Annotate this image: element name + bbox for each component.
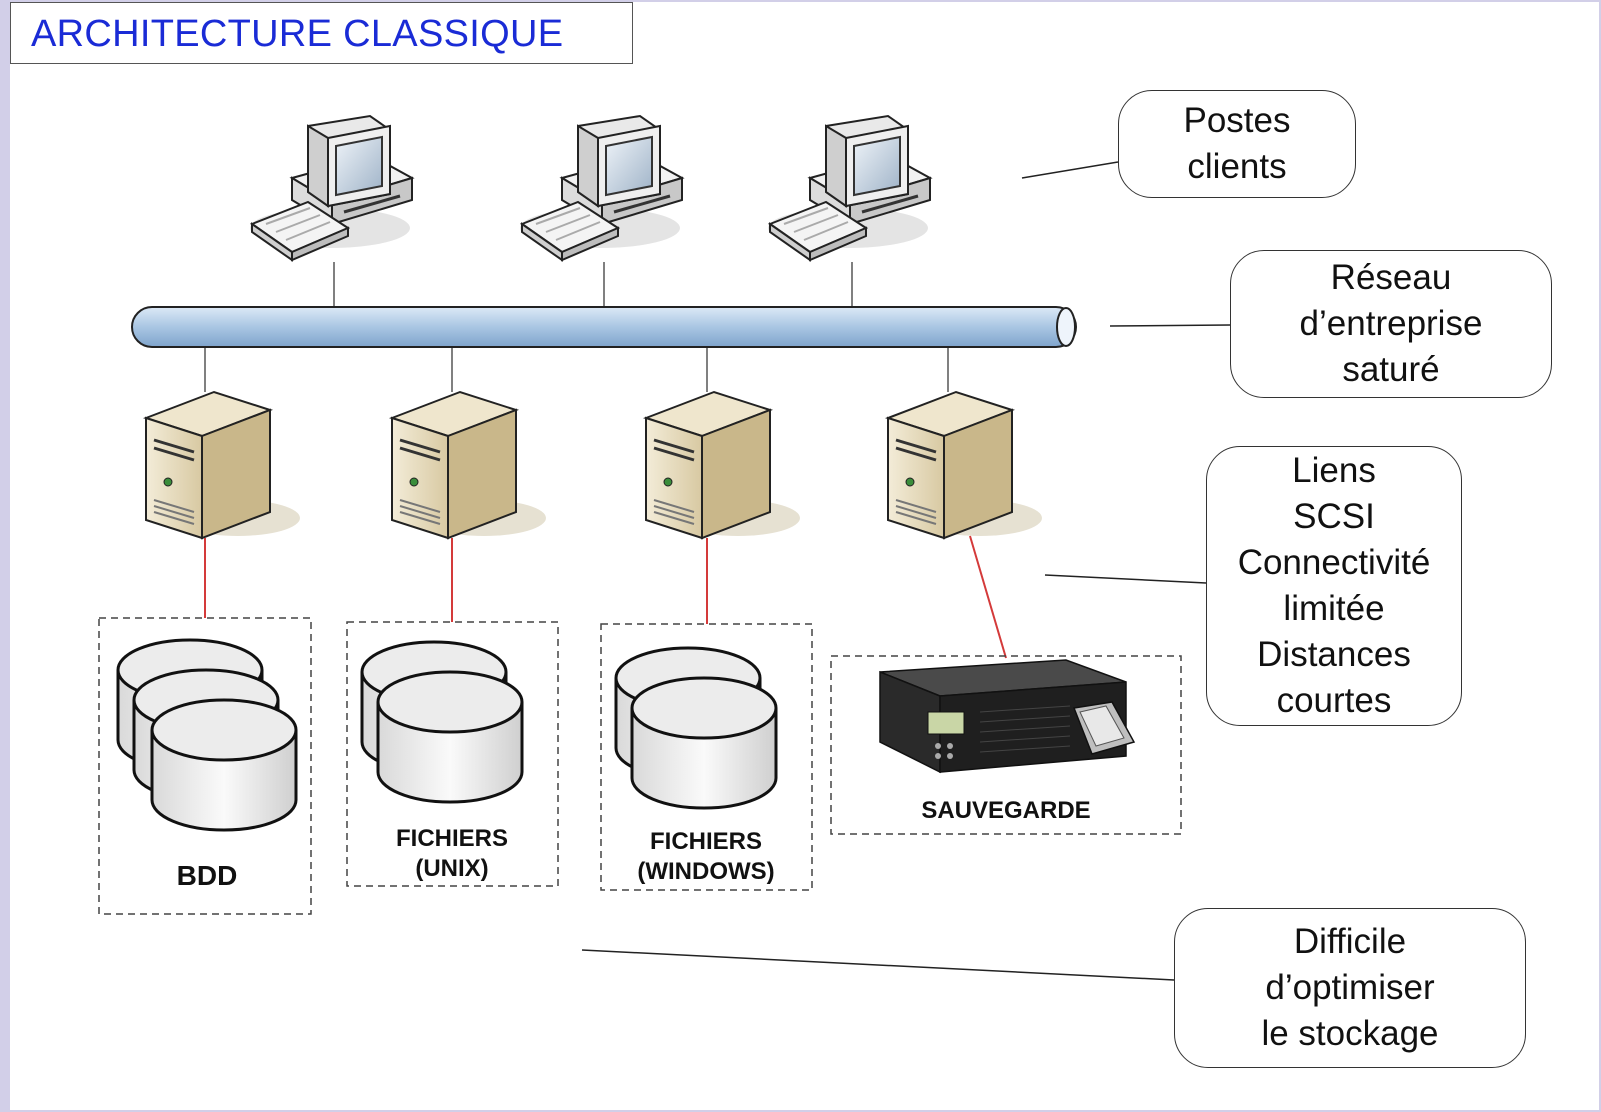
label-bdd: BDD — [176, 860, 238, 891]
disk-stack-icon — [614, 646, 778, 810]
callout-pointer-clients — [1021, 161, 1119, 179]
disk-stack-icon — [360, 640, 524, 804]
callout-network: Réseau d’entreprise saturé — [1230, 250, 1552, 398]
desktop-computer-icon — [518, 114, 684, 262]
tower-server-icon — [144, 390, 302, 540]
tower-server-icon — [886, 390, 1044, 540]
disk-stack-icon — [116, 638, 298, 832]
page-title: ARCHITECTURE CLASSIQUE — [31, 13, 564, 55]
tower-server-icon — [644, 390, 802, 540]
storage-box-bdd — [98, 617, 312, 915]
callout-links: Liens SCSI Connectivité limitée Distance… — [1206, 446, 1462, 726]
scsi-link-4 — [969, 535, 1007, 659]
label-sauvegarde: SAUVEGARDE — [921, 797, 1091, 824]
desktop-computer-icon — [766, 114, 932, 262]
storage-box-windows — [600, 623, 813, 891]
network-bus — [131, 306, 1077, 348]
storage-box-backup — [830, 655, 1182, 835]
desktop-computer-icon — [248, 114, 414, 262]
callout-clients: Postes clients — [1118, 90, 1356, 198]
tape-backup-unit-icon — [879, 659, 1136, 774]
callout-storage: Difficile d’optimiser le stockage — [1174, 908, 1526, 1068]
storage-box-unix — [346, 621, 559, 887]
callout-pointer-storage — [581, 949, 1175, 981]
label-fichiers-windows: FICHIERS (WINDOWS) — [637, 828, 775, 885]
label-fichiers-unix: FICHIERS (UNIX) — [395, 825, 508, 882]
title-box: ARCHITECTURE CLASSIQUE — [10, 2, 633, 64]
callout-pointer-network — [1109, 324, 1231, 327]
tower-server-icon — [390, 390, 548, 540]
callout-pointer-links — [1044, 574, 1207, 584]
